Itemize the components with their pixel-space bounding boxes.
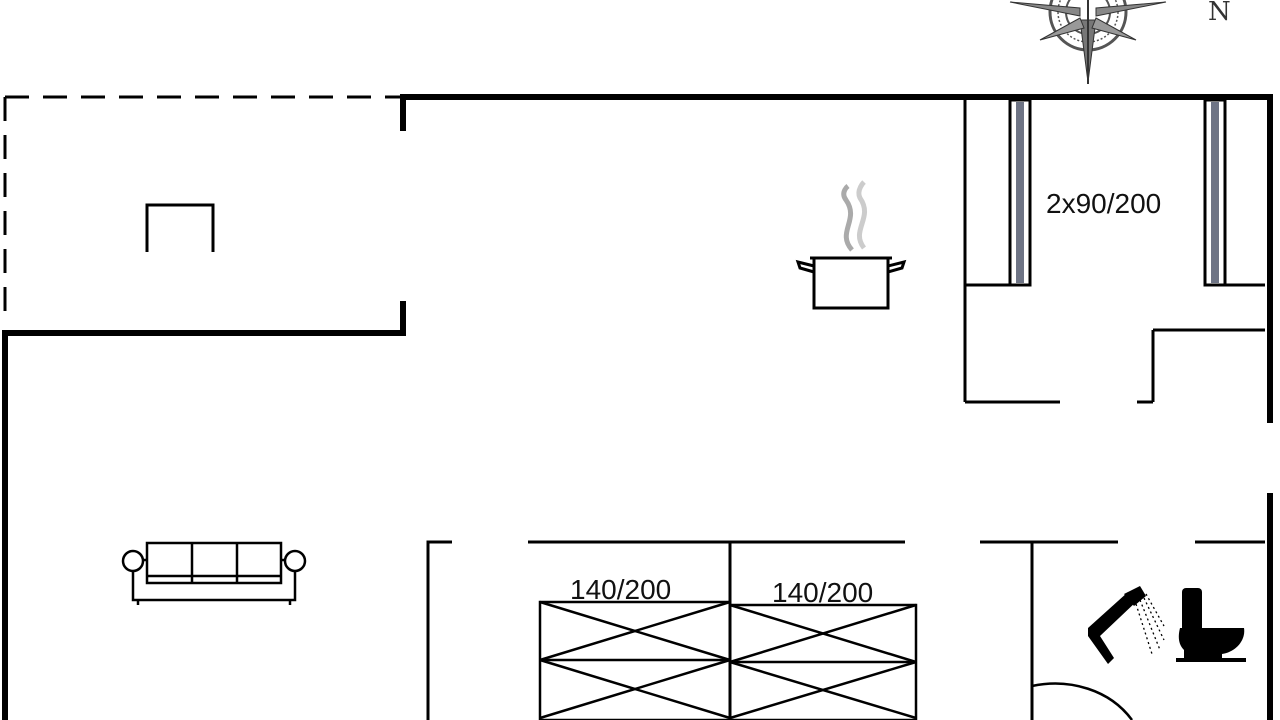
door-swing-arc	[1031, 682, 1134, 720]
bunk-bed-size-label: 2x90/200	[1046, 188, 1161, 219]
double-bed-right-size-label: 140/200	[772, 577, 873, 608]
compass-rose-icon	[1009, 0, 1167, 84]
exterior-walls	[2, 94, 1273, 720]
shower-icon	[1088, 586, 1165, 664]
sofa-icon	[121, 541, 307, 605]
lower-interior-walls	[426, 540, 1265, 720]
toilet-icon	[1176, 588, 1246, 662]
north-label: N	[1208, 0, 1231, 27]
terrace-bench	[145, 203, 215, 252]
bunk-bed-left	[1008, 98, 1032, 287]
double-bed-left-size-label: 140/200	[570, 574, 671, 605]
cooking-pot-icon	[795, 180, 907, 310]
covered-terrace-outline	[3, 95, 400, 325]
bunk-bed-right	[1203, 98, 1227, 287]
double-bed-right	[728, 603, 918, 720]
bunk-bedroom-walls	[963, 97, 1265, 404]
double-bed-left	[538, 600, 732, 720]
